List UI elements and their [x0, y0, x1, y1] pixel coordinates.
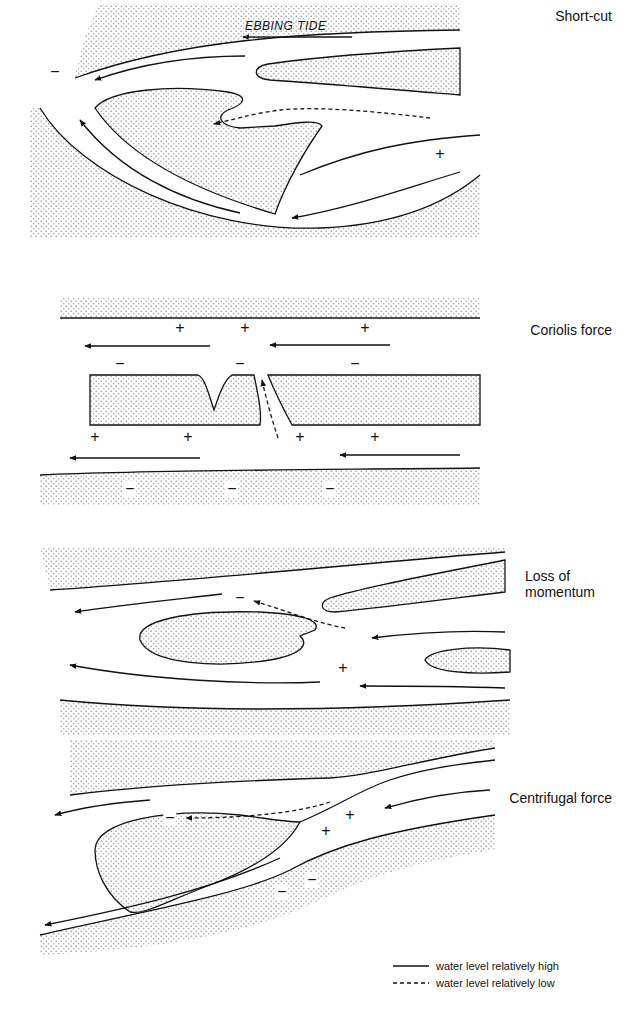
legend-text: water level relatively high: [436, 960, 559, 972]
water-level-sign: +: [88, 429, 101, 445]
bank-line: [300, 760, 495, 822]
flow-arrow: [75, 594, 222, 612]
bank-line: [60, 700, 510, 709]
water-level-sign: −: [225, 481, 238, 497]
water-level-sign: +: [358, 320, 371, 336]
legend-line: [393, 982, 429, 983]
momentum-panel: [40, 548, 510, 735]
short-cut-panel: [30, 4, 480, 238]
flow-arrow: [360, 686, 505, 688]
low-water-path: [254, 601, 345, 628]
flow-arrow: [95, 56, 245, 80]
flow-arrow: [372, 631, 505, 638]
flow-arrow: [70, 665, 320, 683]
panel-title: Short-cut: [555, 8, 612, 24]
water-level-sign: +: [173, 320, 186, 336]
water-level-sign: −: [275, 884, 288, 900]
flow-arrow: [55, 800, 150, 815]
bank-line: [40, 108, 480, 228]
flow-arrow: [270, 344, 390, 345]
panel-title: Loss of momentum: [525, 568, 615, 600]
flow-arrow: [292, 172, 460, 218]
water-level-sign: −: [323, 481, 336, 497]
water-level-sign: +: [319, 823, 332, 839]
land: [60, 298, 480, 318]
water-level-sign: +: [336, 660, 349, 676]
land-tongue: [425, 648, 510, 673]
flow-arrow: [385, 790, 490, 808]
water-level-sign: +: [238, 320, 251, 336]
legend-entry: water level relatively high: [392, 960, 559, 972]
panel-title: Coriolis force: [530, 322, 612, 338]
water-level-sign: −: [233, 590, 246, 606]
legend-entry: water level relatively low: [392, 977, 555, 989]
water-level-sign: +: [293, 429, 306, 445]
centrifugal-panel: [40, 740, 495, 955]
flow-arrow: [340, 454, 460, 455]
bank-line: [40, 815, 495, 935]
water-level-sign: −: [48, 64, 61, 80]
bank-line: [300, 135, 480, 175]
legend-line: [393, 965, 429, 966]
spit: [256, 48, 460, 95]
island: [268, 375, 480, 425]
legend-text: water level relatively low: [436, 977, 555, 989]
water-level-sign: +: [433, 146, 446, 162]
flow-arrow: [80, 120, 240, 213]
water-level-sign: −: [113, 356, 126, 372]
legend-sample: [392, 961, 430, 971]
land: [60, 700, 510, 735]
bank-line: [70, 748, 495, 795]
water-level-sign: −: [233, 356, 246, 372]
panel-title: Centrifugal force: [509, 790, 612, 806]
legend-sample: [392, 978, 430, 988]
land: [70, 740, 495, 795]
water-level-sign: −: [305, 872, 318, 888]
spit: [322, 560, 505, 612]
water-level-sign: +: [368, 429, 381, 445]
island: [90, 375, 261, 425]
bank-line: [40, 468, 480, 475]
water-level-sign: −: [163, 810, 176, 826]
water-level-sign: +: [181, 429, 194, 445]
land: [40, 815, 495, 955]
flow-arrow: [85, 345, 210, 346]
island: [140, 612, 317, 664]
low-water-path: [262, 380, 278, 438]
water-level-sign: +: [343, 807, 356, 823]
tide-label: EBBING TIDE: [245, 20, 327, 34]
water-level-sign: −: [123, 481, 136, 497]
water-level-sign: −: [348, 356, 361, 372]
land: [40, 468, 480, 505]
flow-arrow: [45, 858, 280, 925]
bank-line: [60, 317, 480, 318]
land: [30, 108, 480, 238]
low-water-path: [186, 802, 330, 818]
low-water-path: [214, 109, 430, 124]
flow-arrow: [70, 457, 200, 458]
coriolis-panel: [40, 298, 480, 505]
